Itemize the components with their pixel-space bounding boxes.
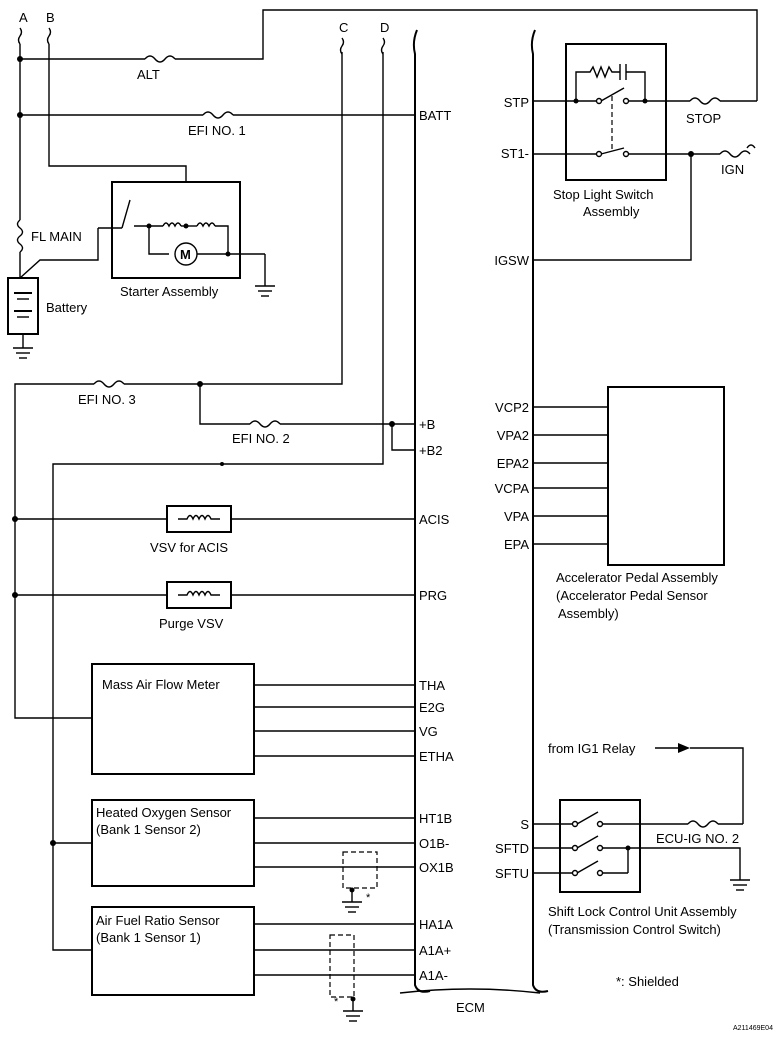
air-fuel-ratio-sensor: Air Fuel Ratio Sensor (Bank 1 Sensor 1) … — [91, 906, 415, 1022]
pin-sftd: SFTD — [495, 841, 529, 856]
pin-o1b: O1B- — [419, 836, 449, 851]
arrow-right-icon — [678, 743, 690, 753]
afr-label-line1: Air Fuel Ratio Sensor — [96, 913, 220, 928]
pin-a1a-plus: A1A+ — [419, 943, 451, 958]
pin-plus-b2: +B2 — [419, 443, 443, 458]
accel-label-line2: (Accelerator Pedal Sensor — [556, 588, 708, 603]
accelerator-pedal-assembly: Accelerator Pedal Assembly (Accelerator … — [533, 386, 725, 621]
ecm-left-pins: BATT +B +B2 ACIS PRG THA E2G VG ETHA HT1… — [419, 108, 454, 983]
ign-fuse-label: IGN — [721, 162, 744, 177]
pin-vcp2: VCP2 — [495, 400, 529, 415]
ho2-shield-mark: * — [366, 892, 371, 904]
wire-c-label: C — [339, 20, 348, 35]
pin-acis: ACIS — [419, 512, 450, 527]
accel-label-line3: Assembly) — [558, 606, 619, 621]
motor-symbol-letter: M — [180, 247, 191, 262]
vsv-acis: VSV for ACIS — [15, 505, 415, 555]
shift-label-line1: Shift Lock Control Unit Assembly — [548, 904, 737, 919]
maf-label: Mass Air Flow Meter — [102, 677, 220, 692]
pin-plus-b: +B — [419, 417, 435, 432]
starter-label: Starter Assembly — [120, 284, 219, 299]
figure-id: A211469E04 — [733, 1025, 773, 1032]
pin-sftu: SFTU — [495, 866, 529, 881]
pin-epa2: EPA2 — [497, 456, 529, 471]
pin-vg: VG — [419, 724, 438, 739]
pin-st1: ST1- — [501, 146, 529, 161]
battery-label: Battery — [46, 300, 88, 315]
stop-light-switch-assembly: Stop Light Switch Assembly STOP IGN — [533, 43, 757, 261]
power-distribution: ALT EFI NO. 1 FL MAIN Battery — [7, 9, 758, 359]
ecm-label: ECM — [456, 1000, 485, 1015]
purge-vsv: Purge VSV — [15, 581, 415, 631]
pin-etha: ETHA — [419, 749, 454, 764]
pin-ha1a: HA1A — [419, 917, 453, 932]
ecm-power-feeds: EFI NO. 3 EFI NO. 2 — [12, 52, 415, 951]
pin-stp: STP — [504, 95, 529, 110]
wire-d-label: D — [380, 20, 389, 35]
ig1-relay-label: from IG1 Relay — [548, 741, 636, 756]
battery-symbol — [7, 277, 39, 335]
pin-epa: EPA — [504, 537, 529, 552]
wire-a-label: A — [19, 10, 28, 25]
vsv-acis-label: VSV for ACIS — [150, 540, 228, 555]
pin-tha: THA — [419, 678, 445, 693]
shift-label-line2: (Transmission Control Switch) — [548, 922, 721, 937]
efi1-fuse-label: EFI NO. 1 — [188, 123, 246, 138]
stop-fuse-label: STOP — [686, 111, 721, 126]
pin-s: S — [520, 817, 529, 832]
pin-e2g: E2G — [419, 700, 445, 715]
pin-prg: PRG — [419, 588, 447, 603]
purge-vsv-label: Purge VSV — [159, 616, 224, 631]
pin-batt: BATT — [419, 108, 451, 123]
ho2-label-line2: (Bank 1 Sensor 2) — [96, 822, 201, 837]
pin-igsw: IGSW — [494, 253, 529, 268]
starter-assembly: M Starter Assembly — [98, 181, 275, 299]
wire-labels: A B C D — [17, 10, 389, 55]
mass-air-flow-meter: Mass Air Flow Meter — [91, 663, 415, 775]
stop-switch-label-line1: Stop Light Switch — [553, 187, 653, 202]
diagram-notes: *: Shielded A211469E04 — [616, 974, 773, 1032]
pin-vpa2: VPA2 — [497, 428, 529, 443]
afr-shield-mark: * — [334, 996, 339, 1008]
pin-a1a-minus: A1A- — [419, 968, 448, 983]
pin-ht1b: HT1B — [419, 811, 452, 826]
pin-vpa: VPA — [504, 509, 529, 524]
heated-oxygen-sensor: Heated Oxygen Sensor (Bank 1 Sensor 2) * — [91, 799, 415, 913]
ho2-label-line1: Heated Oxygen Sensor — [96, 805, 232, 820]
efi3-fuse-label: EFI NO. 3 — [78, 392, 136, 407]
ecu-ig2-fuse-label: ECU-IG NO. 2 — [656, 831, 739, 846]
pin-vcpa: VCPA — [495, 481, 530, 496]
alt-fuse-label: ALT — [137, 67, 160, 82]
ecm-right-pins: STP ST1- IGSW VCP2 VPA2 EPA2 VCPA VPA EP… — [494, 95, 529, 881]
afr-label-line2: (Bank 1 Sensor 1) — [96, 930, 201, 945]
shielded-note: *: Shielded — [616, 974, 679, 989]
stop-switch-label-line2: Assembly — [583, 204, 640, 219]
fl-main-label: FL MAIN — [31, 229, 82, 244]
accel-label-line1: Accelerator Pedal Assembly — [556, 570, 718, 585]
shift-lock-control-unit: from IG1 Relay ECU-IG NO. 2 Shift Lock C… — [533, 741, 750, 937]
efi2-fuse-label: EFI NO. 2 — [232, 431, 290, 446]
pin-ox1b: OX1B — [419, 860, 454, 875]
wire-b-label: B — [46, 10, 55, 25]
